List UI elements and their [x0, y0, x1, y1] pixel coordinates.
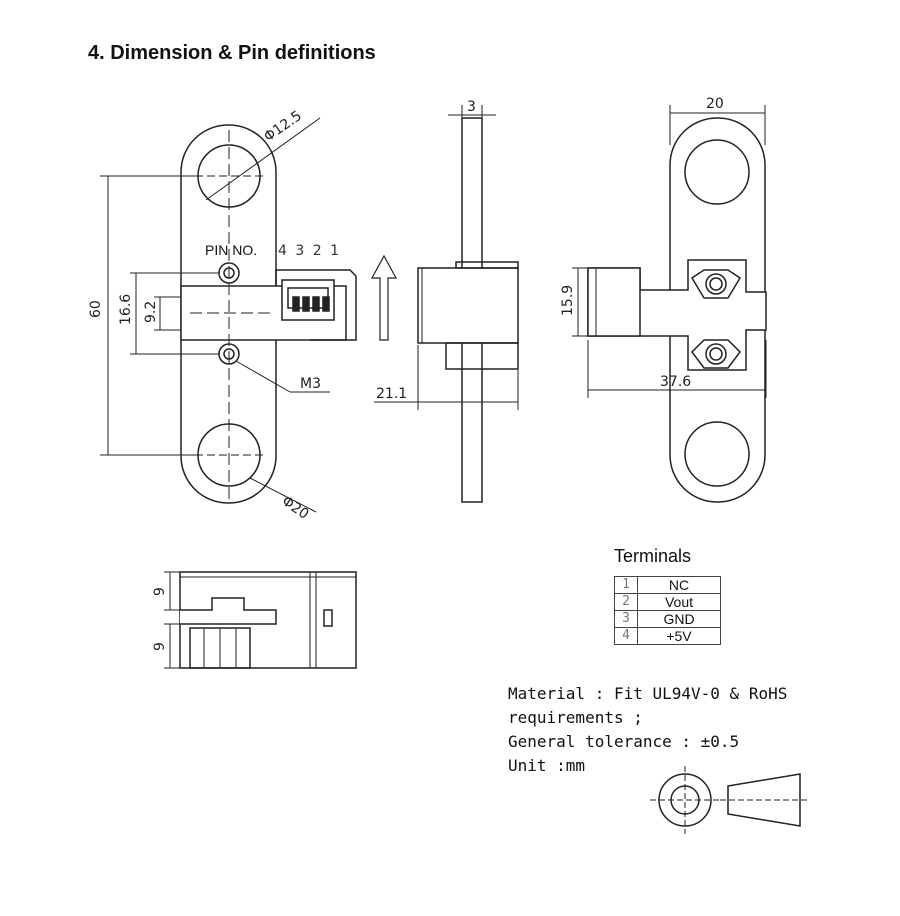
- dim-mid: 9.2: [143, 301, 159, 323]
- dim-thickness: 3: [467, 99, 476, 115]
- dim-depth: 21.1: [376, 386, 407, 402]
- dim-hole-diameter: Φ12.5: [261, 108, 305, 145]
- dim-bottom-top: 9: [152, 587, 168, 596]
- table-row: 4 +5V: [614, 627, 721, 645]
- dim-end-diameter: Φ20: [279, 493, 312, 523]
- projection-symbol-icon: [650, 766, 808, 834]
- dim-pitch: 16.6: [118, 294, 134, 325]
- terminal-name: GND: [637, 610, 721, 628]
- dim-width: 20: [706, 96, 724, 112]
- pin-number-label: PIN NO.: [205, 242, 257, 258]
- note-unit: Unit :mm: [508, 756, 586, 775]
- page-title: 4. Dimension & Pin definitions: [88, 42, 376, 64]
- table-row: 3 GND: [614, 610, 721, 628]
- terminal-name: NC: [637, 576, 721, 594]
- rear-view: [572, 105, 767, 503]
- terminal-name: Vout: [637, 593, 721, 611]
- notes: Material : Fit UL94V-0 & RoHS requiremen…: [508, 682, 787, 778]
- table-row: 2 Vout: [614, 593, 721, 611]
- bottom-view: [164, 571, 357, 669]
- note-tolerance: General tolerance : ±0.5: [508, 732, 740, 751]
- dim-length: 60: [88, 300, 104, 318]
- terminals-title: Terminals: [614, 546, 692, 566]
- terminal-number: 1: [614, 576, 638, 594]
- dim-span: 37.6: [660, 374, 691, 390]
- dim-height: 15.9: [560, 285, 576, 316]
- terminal-name: +5V: [637, 627, 721, 645]
- terminal-number: 3: [614, 610, 638, 628]
- note-material: Material : Fit UL94V-0 & RoHS: [508, 684, 788, 703]
- terminal-number: 4: [614, 627, 638, 645]
- note-requirements: requirements ;: [508, 708, 643, 727]
- dim-bottom-bottom: 9: [152, 642, 168, 651]
- front-view: [100, 117, 357, 513]
- terminals-table: 1 NC 2 Vout 3 GND 4 +5V: [614, 576, 721, 645]
- side-view: [370, 105, 519, 503]
- dim-screw: M3: [300, 376, 321, 392]
- terminal-number: 2: [614, 593, 638, 611]
- table-row: 1 NC: [614, 576, 721, 594]
- pin-numbers: 4 3 2 1: [278, 243, 341, 259]
